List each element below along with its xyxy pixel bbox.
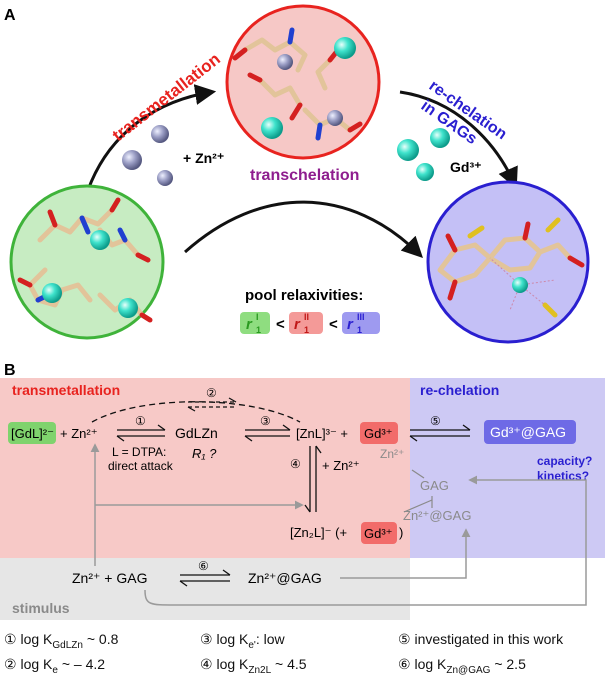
step-6-marker: ⑥ (198, 559, 209, 573)
footnote-6: ⑥ log KZn@GAG ~ 2.5 (398, 656, 526, 676)
gd3-box-2 (361, 522, 397, 544)
direct-attack-label: direct attack (108, 459, 174, 473)
zn2l-close-label: ) (399, 525, 403, 540)
relaxivity-r1-iii: r 1 III (342, 312, 380, 335)
relaxivity-r1-i: r 1 I (240, 312, 270, 335)
feedback-arrow-gag-loop (144, 475, 587, 606)
plus-zn-label: + Zn²⁺ (60, 426, 98, 441)
stimulus-region (0, 558, 410, 620)
r1-question-label: R₁ ? (192, 446, 217, 461)
step-2-dashed-arrow (91, 401, 301, 423)
footnote-4: ④ log KZn2L ~ 4.5 (200, 656, 307, 676)
svg-text:r: r (347, 316, 354, 333)
gd-ion-sphere (416, 163, 434, 181)
svg-text:1: 1 (304, 325, 309, 335)
zn-ion-sphere (151, 125, 169, 143)
plus-zn-2-label: + Zn²⁺ (322, 458, 360, 473)
step-4-marker: ④ (290, 457, 301, 471)
svg-text:III: III (357, 312, 365, 322)
rechelation-region-label: re-chelation (420, 382, 499, 398)
svg-text:1: 1 (357, 325, 362, 335)
kinetics-label: kinetics? (537, 469, 589, 483)
relaxivity-r1-ii: r 1 II (289, 312, 323, 335)
step-2-marker: ② (206, 386, 217, 400)
zn-pool-circle (225, 4, 381, 160)
transmetallation-region-label: transmetallation (12, 382, 120, 398)
footnote-2: ② log Ke ~ – 4.2 (4, 656, 106, 676)
zn-ion-label: + Zn²⁺ (183, 150, 224, 166)
step-3-marker: ③ (260, 414, 271, 428)
gd-ion-sphere (430, 128, 450, 148)
rechelation-arrow (399, 90, 518, 189)
svg-text:1: 1 (256, 325, 261, 335)
footnote-1: ① log KGdLZn ~ 0.8 (4, 631, 119, 651)
zn-gag-label: Zn²⁺@GAG (248, 570, 322, 586)
zn2l-label: [Zn₂L]⁻ (+ (290, 525, 347, 540)
svg-text:r: r (294, 316, 301, 333)
transmetallation-arrow (86, 84, 217, 191)
znl-label: [ZnL]³⁻ + (296, 426, 348, 441)
svg-text:r: r (246, 316, 253, 333)
feedback-arrow-zngag (340, 528, 471, 579)
transmetallation-region (0, 378, 410, 558)
relaxivity-less-than: < (276, 316, 285, 333)
gag-gray-label: GAG (420, 478, 449, 493)
stimulus-region-label: stimulus (12, 600, 70, 616)
gd-gag-label: Gd³⁺@GAG (490, 424, 566, 440)
zn-ion-sphere (157, 170, 173, 186)
gdl-pool-circle (9, 184, 165, 340)
footnote-5: ⑤ investigated in this work (398, 631, 564, 647)
gd-ion-label: Gd³⁺ (450, 159, 482, 175)
zn-gray-label: Zn²⁺ (380, 447, 404, 461)
zn-plus-gag-label: Zn²⁺ + GAG (72, 570, 147, 586)
svg-text:I: I (256, 312, 259, 322)
gd-gag-box (484, 420, 576, 444)
relaxivity-less-than: < (329, 316, 338, 333)
step-1-marker: ① (135, 414, 146, 428)
zn-gag-gray-label: Zn²⁺@GAG (403, 508, 471, 523)
gdlzn-label: GdLZn (175, 425, 218, 441)
transchelation-label: transchelation (250, 167, 359, 184)
rechelation-region (410, 378, 605, 558)
gd3-label-2: Gd³⁺ (364, 526, 393, 541)
capacity-label: capacity? (537, 454, 592, 468)
gd3-label: Gd³⁺ (364, 426, 393, 441)
panel-a-label: A (4, 7, 16, 24)
gdl-label: [GdL]²⁻ (11, 426, 54, 441)
ldtpa-label: L = DTPA: (112, 445, 166, 459)
gd3-box (360, 422, 398, 444)
gd-ion-sphere (397, 139, 419, 161)
gdl-box (8, 422, 56, 444)
step-5-marker: ⑤ (430, 414, 441, 428)
zn-ion-sphere (122, 150, 142, 170)
transchelation-arrow (184, 200, 423, 258)
panel-b-label: B (4, 362, 16, 379)
footnote-3: ③ log Ke': low (200, 631, 285, 651)
gd-gag-pool-circle (426, 180, 590, 344)
svg-text:II: II (304, 312, 309, 322)
pool-relaxivities-label: pool relaxivities: (245, 287, 363, 304)
